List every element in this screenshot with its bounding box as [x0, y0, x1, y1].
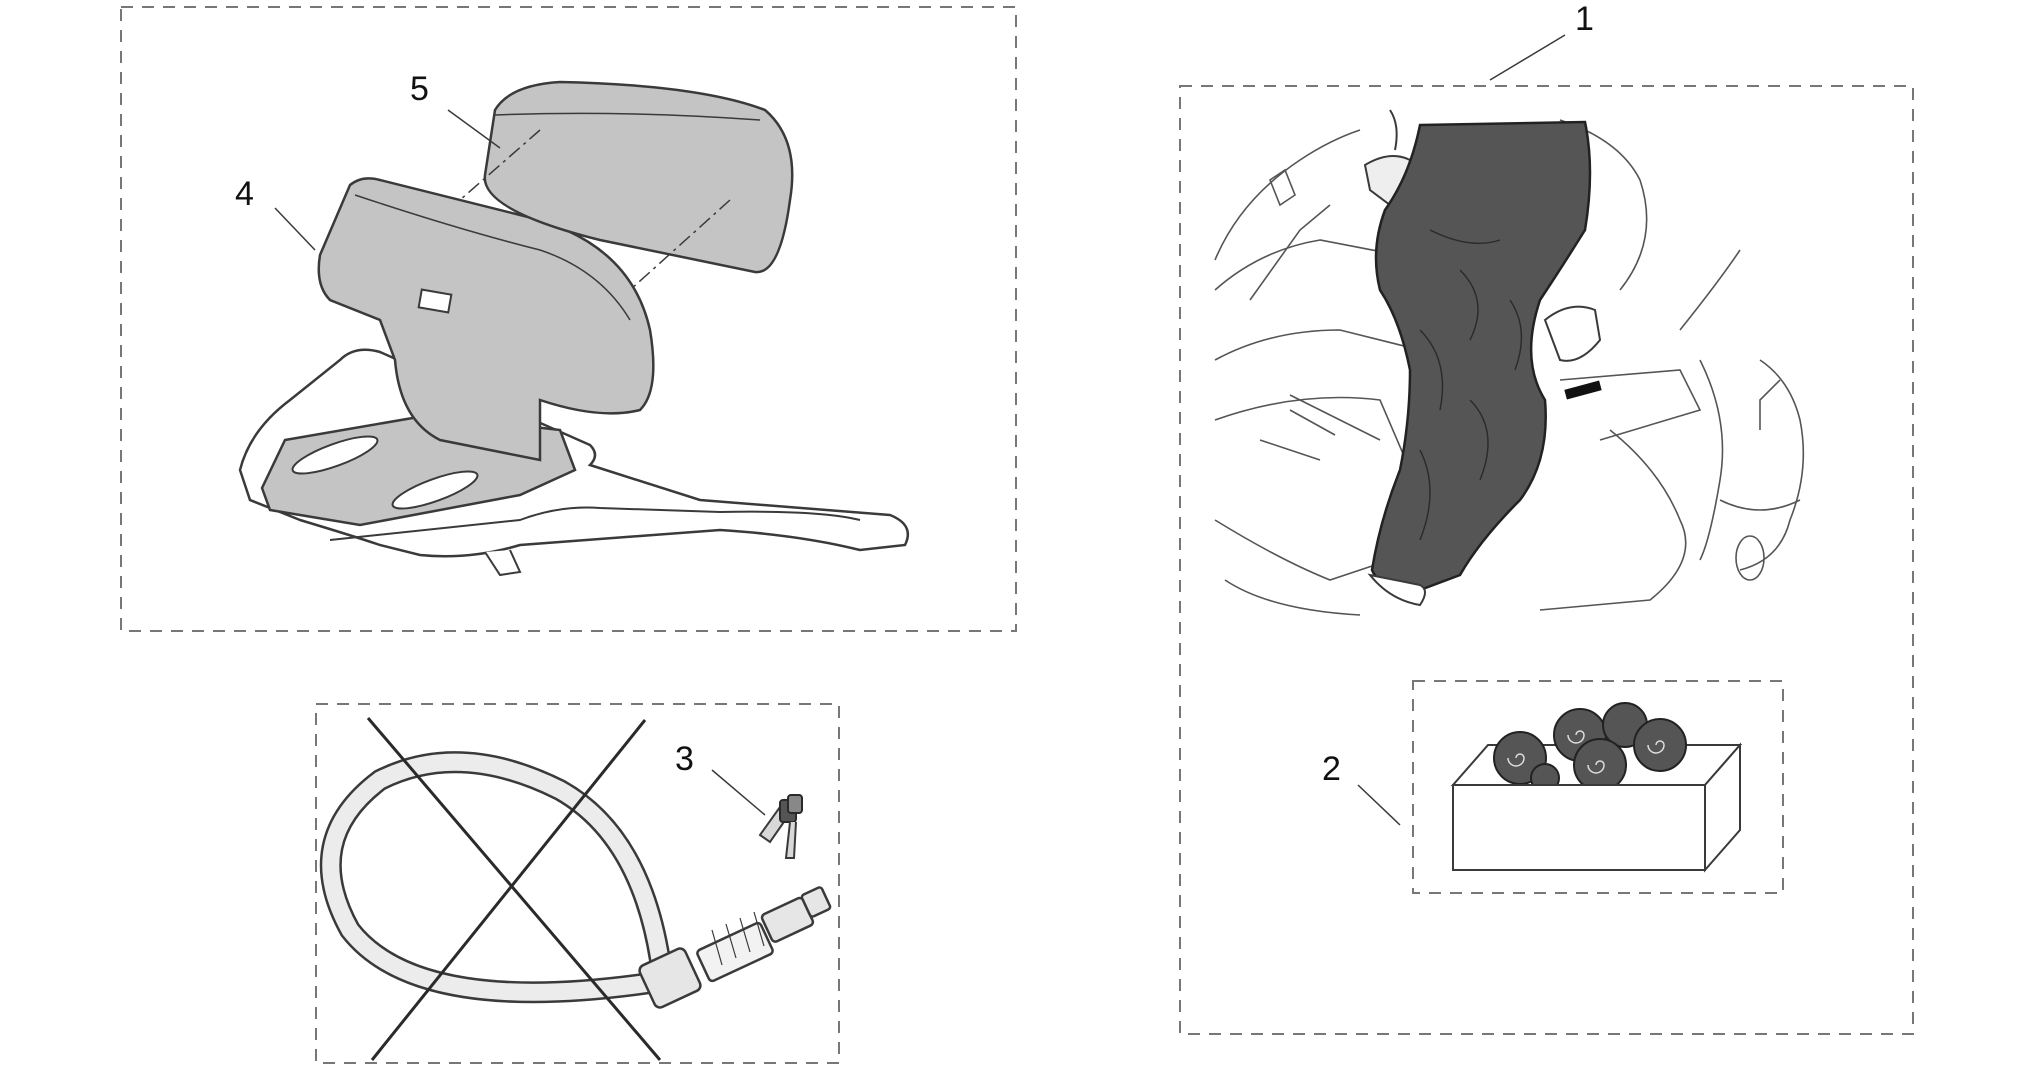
- leg-cover-part-1: [1370, 120, 1592, 592]
- callout-4: 4: [235, 175, 254, 213]
- mounting-slot-left: [291, 435, 379, 475]
- rack-foot: [484, 549, 522, 577]
- callout-3: 3: [675, 740, 694, 778]
- leader-line-3: [711, 769, 766, 816]
- rider-hand: [1543, 305, 1602, 362]
- rolls-box-part-2: [1450, 702, 1743, 873]
- lock-kit-group: 3: [315, 703, 840, 1064]
- dashed-frame-leg-cover: [1179, 85, 1914, 1035]
- cross-out-line-2: [370, 719, 647, 1061]
- rack-rail: [329, 506, 861, 541]
- callout-1: 1: [1575, 0, 1594, 38]
- assembly-line-lower: [629, 199, 731, 291]
- backrest-support-ridge: [354, 194, 631, 321]
- backrest-kit-group: 4 5: [120, 6, 1017, 632]
- leader-line-1: [1489, 34, 1566, 81]
- assembly-line-upper: [459, 129, 541, 201]
- leader-line-2: [1357, 784, 1401, 826]
- backrest-support-label-window: [417, 288, 453, 314]
- cable-lock-head: [638, 886, 832, 1009]
- callout-5: 5: [410, 70, 429, 108]
- dashed-frame-lock: [315, 703, 840, 1064]
- backrest-pad-edge: [494, 112, 761, 121]
- dashed-frame-backrest: [120, 6, 1017, 632]
- leg-cover-group: 1 2: [1179, 0, 1914, 1035]
- cable-lock-loop-inner: [322, 753, 679, 1001]
- leader-line-5: [447, 109, 501, 149]
- roll-spirals: [1507, 730, 1665, 774]
- leg-cover-folds: [1419, 229, 1523, 541]
- rider-shoe: [1367, 573, 1426, 607]
- cross-out-line-1: [366, 717, 662, 1061]
- keys-part-3: [758, 794, 803, 859]
- backrest-pad-part-5: [483, 80, 794, 274]
- scooter-outline: [1214, 119, 1805, 616]
- dashed-frame-rolls-box: [1412, 680, 1784, 894]
- callout-2: 2: [1322, 750, 1341, 788]
- mounting-slot-right: [391, 470, 479, 510]
- leader-line-4: [274, 207, 316, 251]
- leg-cover-strap: [1564, 380, 1602, 400]
